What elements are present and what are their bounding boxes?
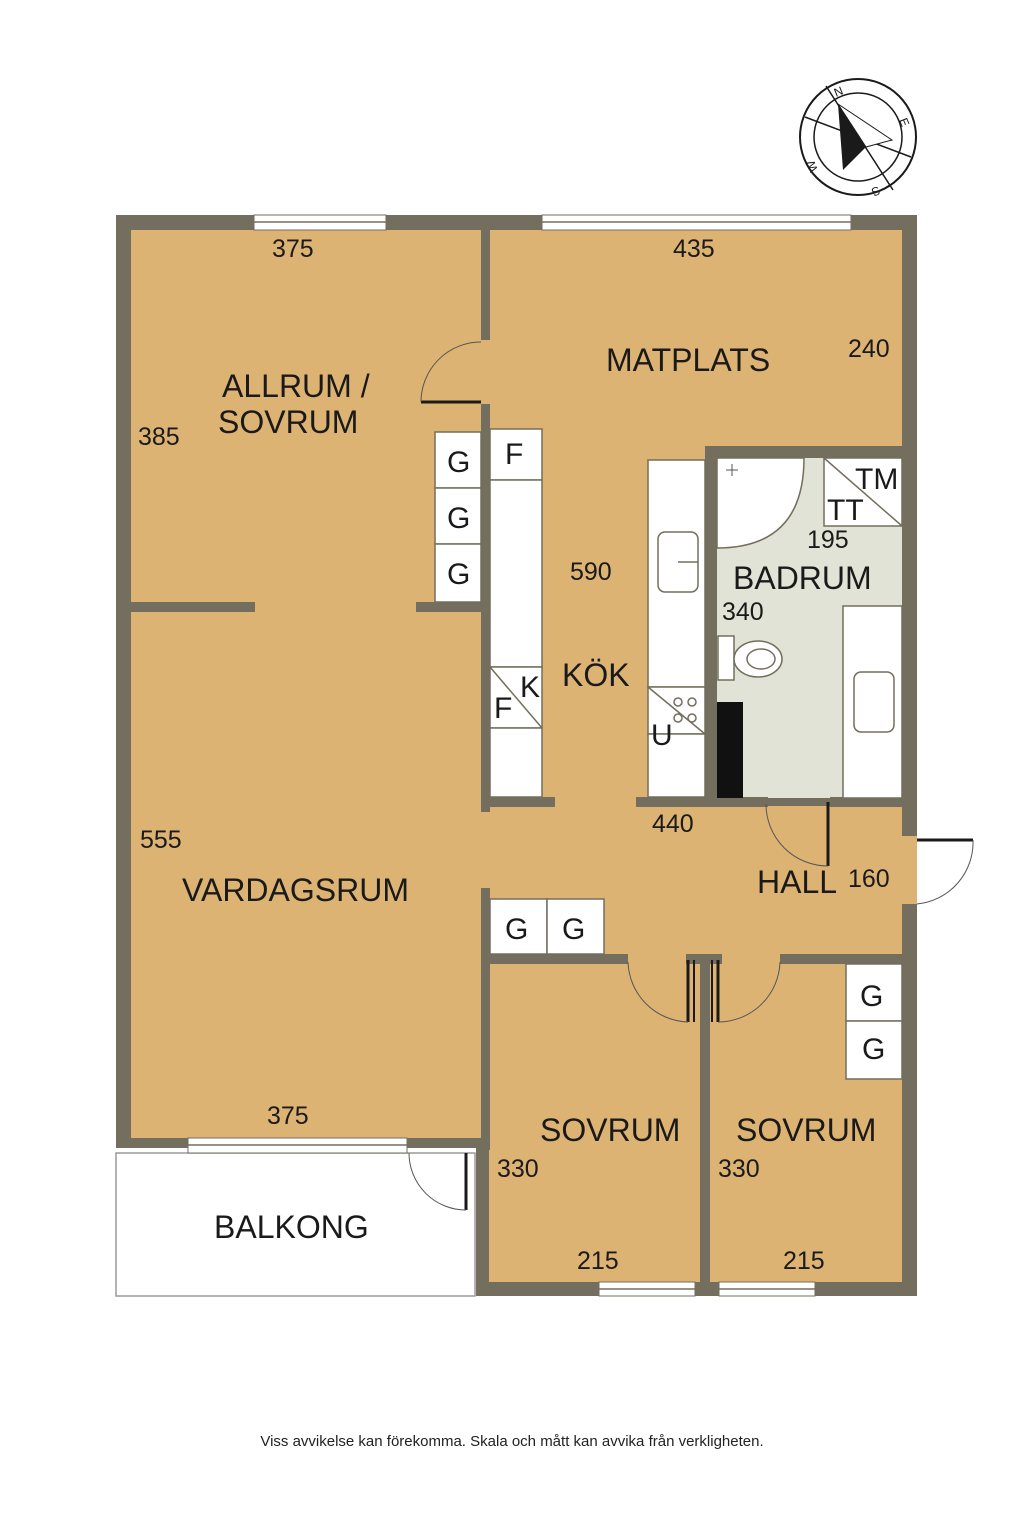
bathroom-fixtures xyxy=(716,457,903,799)
wall xyxy=(780,954,917,964)
door-swing xyxy=(765,803,829,867)
compass-needle-light xyxy=(837,103,894,148)
wall xyxy=(481,888,490,1150)
burner-icon xyxy=(673,713,683,723)
kitchen-counter xyxy=(489,727,543,798)
doors xyxy=(408,341,974,1211)
fridge-unit xyxy=(489,428,543,481)
wardrobe xyxy=(489,898,548,955)
toilet-tank xyxy=(717,635,735,681)
wall xyxy=(481,230,490,340)
burner-icon xyxy=(687,713,697,723)
wardrobe xyxy=(845,1020,903,1080)
door-swing xyxy=(420,341,482,403)
kitchen-counter xyxy=(647,733,706,798)
dimension: 240 xyxy=(848,335,890,363)
wardrobe xyxy=(434,543,482,603)
room-matplats: MATPLATS xyxy=(606,342,770,378)
dimension: 330 xyxy=(718,1155,760,1183)
door-swing xyxy=(916,839,974,905)
burner-icon xyxy=(673,697,683,707)
floor-bedrooms xyxy=(489,1130,902,1282)
door-swing xyxy=(627,961,689,1023)
dimension: 195 xyxy=(807,526,849,554)
wall xyxy=(636,797,768,807)
burner-icon xyxy=(687,697,697,707)
dimension: 375 xyxy=(272,235,314,263)
dimension: 160 xyxy=(848,865,890,893)
compass-inner-ring xyxy=(813,92,903,182)
wardrobe-label: G xyxy=(562,913,585,946)
diagonal xyxy=(823,457,903,527)
wall xyxy=(481,797,555,807)
wardrobe-label: G xyxy=(862,1033,885,1066)
wall xyxy=(481,612,490,812)
wall xyxy=(416,602,490,612)
wardrobe-label: G xyxy=(505,913,528,946)
dimension: 555 xyxy=(140,826,182,854)
sink-icon xyxy=(853,671,895,733)
disclaimer-text: Viss avvikelse kan förekomma. Skala och … xyxy=(260,1433,764,1450)
wall xyxy=(481,404,490,614)
room-allrum: ALLRUM / xyxy=(222,368,370,404)
dimension: 375 xyxy=(267,1102,309,1130)
diagonal xyxy=(647,686,706,735)
wardrobe xyxy=(434,431,482,489)
wall xyxy=(700,954,710,1284)
wardrobe-label: G xyxy=(860,980,883,1013)
dryer-label: TT xyxy=(827,494,864,527)
compass: N E S W xyxy=(799,78,917,199)
windows xyxy=(187,214,852,1297)
door-swing xyxy=(408,1152,467,1211)
room-sovrum-right: SOVRUM xyxy=(736,1112,876,1148)
entrance-opening xyxy=(902,836,917,904)
dimension: 440 xyxy=(652,810,694,838)
dimension: 215 xyxy=(783,1247,825,1275)
balcony xyxy=(115,1152,476,1297)
room-balkong: BALKONG xyxy=(214,1209,369,1245)
diagonal xyxy=(489,666,543,729)
wall xyxy=(131,602,255,612)
wardrobe-label: G xyxy=(447,446,470,479)
wall xyxy=(481,954,628,964)
door-swing xyxy=(717,961,781,1023)
wall xyxy=(830,797,917,807)
wardrobe xyxy=(546,898,605,955)
freezer-label: F xyxy=(494,692,512,725)
shower-icon xyxy=(716,457,805,549)
toilet-icon xyxy=(733,640,783,678)
room-vardagsrum: VARDAGSRUM xyxy=(182,872,409,908)
room-allrum-line2: SOVRUM xyxy=(218,404,358,440)
oven-label: U xyxy=(651,719,673,752)
kitchen-counter xyxy=(489,479,543,668)
room-hall: HALL xyxy=(757,864,837,900)
radiator xyxy=(717,702,743,798)
room-badrum: BADRUM xyxy=(733,560,872,596)
wardrobe xyxy=(845,963,903,1022)
dimension: 340 xyxy=(722,598,764,626)
dimension: 215 xyxy=(577,1247,619,1275)
wardrobe-label: G xyxy=(447,502,470,535)
room-sovrum-left: SOVRUM xyxy=(540,1112,680,1148)
toilet-seat xyxy=(746,648,776,670)
fridge-label: F xyxy=(505,438,523,471)
cabinets xyxy=(434,428,903,1080)
washer-label: TM xyxy=(855,463,898,496)
dimension: 385 xyxy=(138,423,180,451)
interior-walls xyxy=(131,230,917,1284)
dimension: 590 xyxy=(570,558,612,586)
room-kok: KÖK xyxy=(562,657,630,693)
kitchen-k-label: K xyxy=(520,671,540,704)
wardrobe xyxy=(434,487,482,545)
dimension: 330 xyxy=(497,1155,539,1183)
dimension: 435 xyxy=(673,235,715,263)
wardrobe-label: G xyxy=(447,558,470,591)
compass-needle-icon xyxy=(838,104,866,170)
